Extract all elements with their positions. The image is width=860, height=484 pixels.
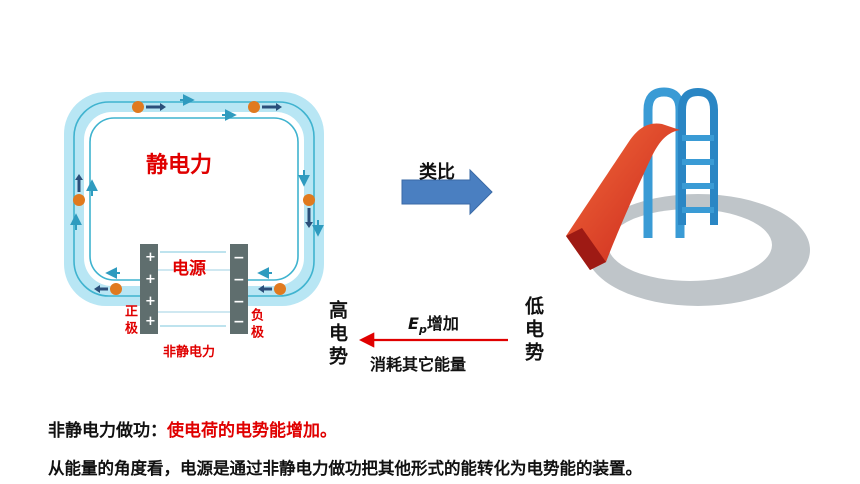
battery [140, 244, 248, 334]
non-electrostatic-label: 非静电力 [163, 345, 216, 360]
consume-energy-label: 消耗其它能量 [370, 355, 467, 374]
ep-text: 增加 [426, 314, 459, 333]
caption-prefix: 非静电力做功： [48, 421, 167, 441]
caption-line-1: 非静电力做功：使电荷的电势能增加。 [48, 416, 337, 441]
circuit-loop [64, 92, 324, 306]
high-potential-label: 高电势 [326, 300, 348, 369]
minus-sign: − [233, 250, 245, 266]
loop-label: 静电力 [146, 153, 213, 178]
analogy-label: 类比 [419, 162, 455, 183]
ep-symbol: E [408, 314, 419, 333]
plus-sign: + [145, 272, 156, 287]
plus-sign: + [145, 294, 156, 309]
ep-subscript: p [418, 323, 427, 337]
caption-highlight: 使电荷的电势能增加。 [167, 421, 337, 441]
positive-pole-label: 正极 [122, 304, 137, 338]
analogy-arrow [401, 168, 493, 216]
minus-sign: − [233, 272, 245, 288]
plus-sign: + [145, 250, 156, 265]
negative-pole-label: 负极 [248, 308, 263, 342]
plus-sign: + [145, 314, 156, 329]
low-potential-label: 低电势 [522, 296, 544, 365]
slide-illustration [566, 87, 810, 306]
source-label: 电源 [172, 259, 206, 279]
ep-increase-label: Ep增加 [408, 310, 459, 336]
minus-sign: − [233, 314, 245, 330]
caption-line-2: 从能量的角度看，电源是通过非静电力做功把其他形式的能转化为电势能的装置。 [48, 459, 642, 478]
minus-sign: − [233, 294, 245, 310]
